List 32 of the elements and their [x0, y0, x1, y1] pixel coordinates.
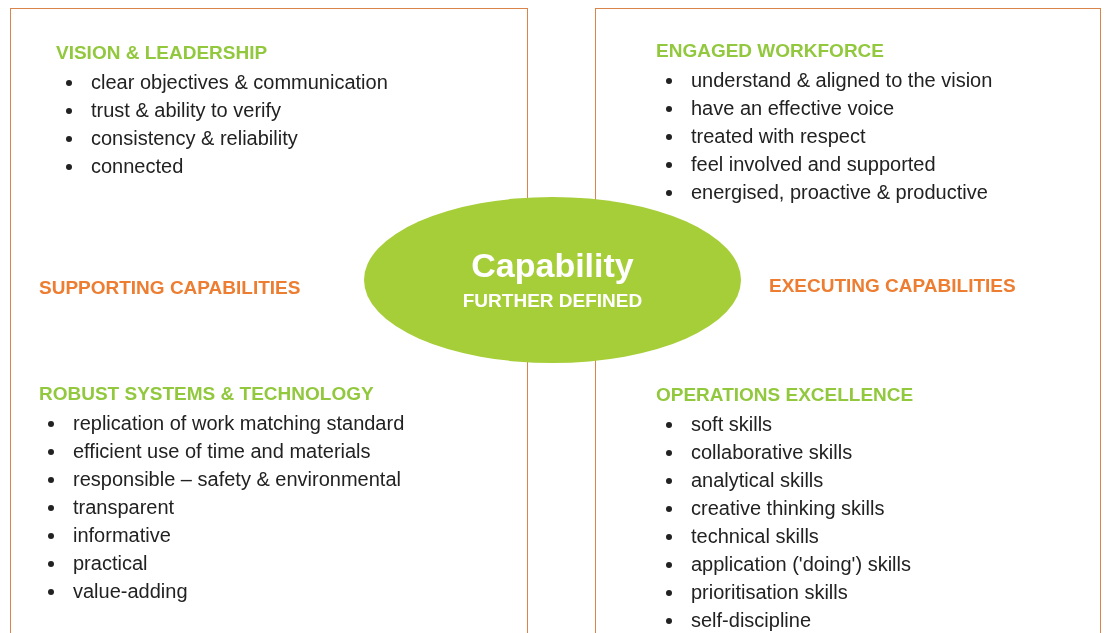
bullet-item: responsible – safety & environmental — [73, 467, 401, 491]
bullet-item: connected — [91, 154, 184, 178]
bullet-item: informative — [73, 523, 171, 547]
bullet-item: soft skills — [691, 412, 773, 436]
bullet-item: analytical skills — [691, 468, 824, 492]
bullet-item: prioritisation skills — [691, 580, 848, 604]
bullet-item: creative thinking skills — [691, 496, 885, 520]
ellipse-subtitle: FURTHER DEFINED — [461, 291, 644, 312]
bullet-item: collaborative skills — [691, 440, 853, 464]
bullet-item: consistency & reliability — [91, 126, 298, 150]
bullet-item: efficient use of time and materials — [73, 439, 371, 463]
bullet-item: technical skills — [691, 524, 819, 548]
bullet-item: transparent — [73, 495, 175, 519]
bullet-item: trust & ability to verify — [91, 98, 282, 122]
bullet-item: practical — [73, 551, 148, 575]
bullet-item: have an effective voice — [691, 96, 895, 120]
bullet-item: feel involved and supported — [691, 152, 936, 176]
side-label: SUPPORTING CAPABILITIES — [39, 276, 301, 300]
ellipse-title: Capability — [470, 247, 635, 285]
bullet-item: value-adding — [73, 579, 188, 603]
bullet-item: understand & aligned to the vision — [691, 68, 993, 92]
bullet-item: treated with respect — [691, 124, 866, 148]
section-heading: OPERATIONS EXCELLENCE — [656, 383, 914, 407]
section-heading: VISION & LEADERSHIP — [56, 41, 268, 65]
bullet-item: energised, proactive & productive — [691, 180, 988, 204]
bullet-item: clear objectives & communication — [91, 70, 388, 94]
section-heading: ENGAGED WORKFORCE — [656, 39, 884, 63]
bullet-item: self-discipline — [691, 608, 812, 632]
bullet-item: replication of work matching standard — [73, 411, 405, 435]
side-label: EXECUTING CAPABILITIES — [769, 274, 1016, 298]
section-heading: ROBUST SYSTEMS & TECHNOLOGY — [39, 382, 374, 406]
bullet-item: application ('doing') skills — [691, 552, 911, 576]
